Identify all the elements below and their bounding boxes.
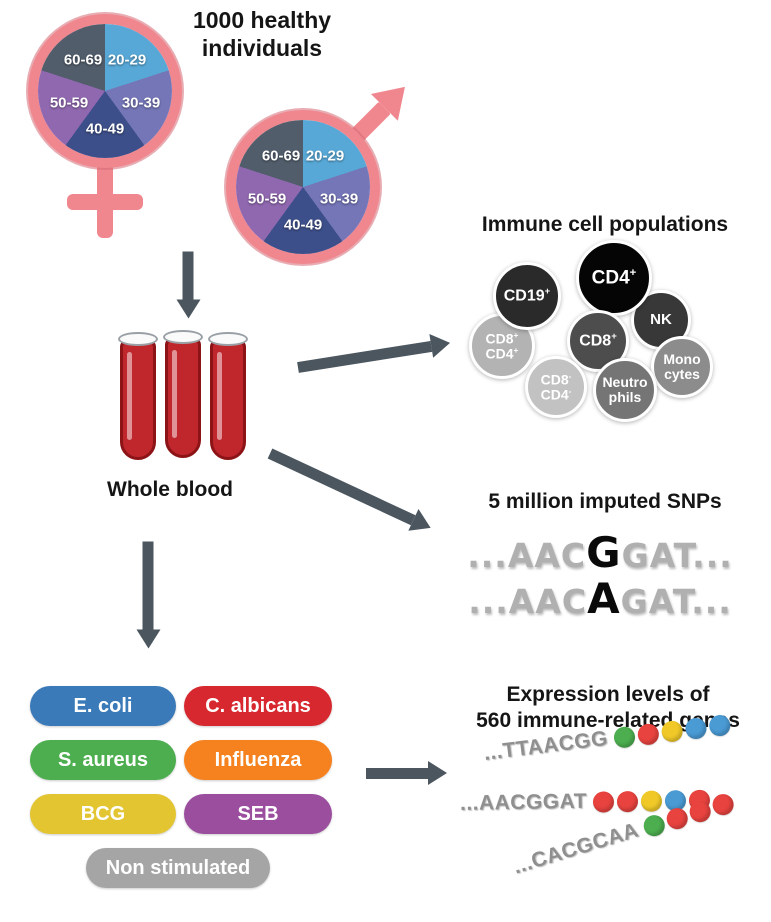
expression-dot	[709, 791, 736, 818]
snp-sequence-1: ...AACGGAT...	[435, 528, 765, 577]
immune-cell-cluster: CD8+ CD4+ CD19+ NK Mono cytes CD4+ CD8+ …	[465, 240, 735, 435]
cohort-title-line1: 1000 healthy	[192, 7, 332, 33]
stimulus-s-aureus: S. aureus	[30, 740, 176, 780]
immune-populations-title: Immune cell populations	[481, 213, 729, 236]
pie-label-60-69: 60-69	[63, 51, 103, 69]
snp-seq-pre: ...AAC	[468, 582, 588, 621]
female-symbol-crossbar	[67, 194, 143, 210]
cell-label: CD8+	[485, 329, 519, 347]
stimulus-e-coli: E. coli	[30, 686, 176, 726]
pie-label-30-39: 30-39	[319, 190, 359, 208]
blood-tube-icon	[208, 332, 248, 460]
snp-seq-post: GAT...	[621, 536, 733, 575]
cell-label: phils	[608, 389, 642, 405]
blood-tube-icon	[118, 332, 158, 460]
cell-cd19pos: CD19+	[493, 262, 561, 330]
expression-dot	[640, 812, 668, 839]
snp-seq-pre: ...AAC	[467, 536, 587, 575]
snp-sequence-2: ...AACAGAT...	[435, 574, 765, 623]
snp-allele: G	[586, 528, 622, 577]
cell-label: Mono	[663, 351, 701, 368]
pie-label-20-29: 20-29	[305, 147, 345, 165]
expression-dot	[683, 716, 708, 740]
cell-monocytes: Mono cytes	[651, 336, 713, 398]
gene-sequence: ...CACGCAA	[510, 818, 642, 879]
expression-dot	[707, 713, 732, 737]
stimulus-label: C. albicans	[205, 694, 311, 717]
expression-dot	[640, 789, 663, 812]
cohort-title-line2: individuals	[201, 35, 323, 62]
tube-cap	[208, 332, 248, 346]
pie-label-40-49: 40-49	[283, 216, 323, 234]
pie-label-60-69: 60-69	[261, 147, 301, 165]
blood-tube-icon	[163, 330, 203, 458]
expression-dot	[616, 790, 639, 812]
stimulus-label: SEB	[237, 802, 279, 825]
tube-highlight	[127, 352, 132, 440]
tube-cap	[118, 332, 158, 346]
stimulus-label: S. aureus	[57, 748, 149, 771]
tube-body	[210, 339, 246, 460]
tube-body	[165, 337, 201, 458]
pie-label-50-59: 50-59	[49, 94, 89, 112]
gene-sequence: ...AACGGAT	[459, 789, 588, 815]
cell-neutrophils: Neutro phils	[593, 358, 657, 422]
arrow-cohort-to-blood	[182, 251, 194, 300]
cell-label: CD4+	[591, 266, 637, 289]
snp-seq-post: GAT...	[620, 582, 732, 621]
male-age-pie: 20-29 30-39 40-49 50-59 60-69	[226, 110, 380, 264]
cell-label: CD4-	[540, 386, 572, 403]
tube-cap	[163, 330, 203, 344]
stimulus-bcg: BCG	[30, 794, 176, 834]
tube-body	[120, 339, 156, 460]
pie-label-30-39: 30-39	[121, 94, 161, 112]
expression-dot	[663, 805, 691, 832]
stimulus-label: Non stimulated	[105, 856, 251, 879]
stimulus-label: E. coli	[73, 694, 133, 717]
expression-dot	[612, 725, 636, 749]
arrow-blood-to-cells	[297, 340, 433, 373]
pie-label-20-29: 20-29	[107, 51, 147, 69]
stimulus-label: Influenza	[214, 748, 302, 771]
stimulus-influenza: Influenza	[184, 740, 332, 780]
snps-title: 5 million imputed SNPs	[488, 490, 722, 513]
cell-label: NK	[650, 311, 672, 329]
female-age-pie-disc	[38, 24, 172, 158]
male-age-pie-disc	[236, 120, 370, 254]
cohort-title: 1000 healthy individuals	[162, 6, 362, 62]
stimulus-c-albicans: C. albicans	[184, 686, 332, 726]
tube-highlight	[172, 350, 177, 438]
stimulus-non-stimulated: Non stimulated	[86, 848, 270, 888]
pie-label-40-49: 40-49	[85, 120, 125, 138]
cell-cd4pos: CD4+	[576, 240, 652, 316]
expression-dot	[636, 722, 660, 746]
female-age-pie: 20-29 30-39 40-49 50-59 60-69	[28, 14, 182, 168]
expression-title-line1: Expression levels of	[506, 683, 710, 706]
arrow-blood-to-snps	[267, 448, 416, 526]
arrow-blood-to-stimuli	[142, 541, 154, 630]
cell-label: cytes	[664, 366, 700, 382]
cell-label: Neutro	[602, 374, 648, 391]
cell-label: CD19+	[503, 285, 551, 305]
expression-dot	[686, 798, 713, 825]
expression-dot	[660, 719, 684, 743]
cell-cd8neg-cd4neg: CD8- CD4-	[525, 356, 587, 418]
cell-label: CD8+	[579, 330, 617, 350]
expression-dot	[592, 790, 615, 813]
cell-label: CD4+	[485, 345, 519, 362]
tube-highlight	[217, 352, 222, 440]
stimulus-seb: SEB	[184, 794, 332, 834]
pie-label-50-59: 50-59	[247, 190, 287, 208]
cell-label: CD8-	[540, 370, 572, 388]
snp-allele: A	[587, 574, 621, 623]
stimulus-label: BCG	[80, 802, 126, 825]
arrow-stimuli-to-expression	[366, 761, 447, 785]
whole-blood-label: Whole blood	[107, 478, 233, 501]
